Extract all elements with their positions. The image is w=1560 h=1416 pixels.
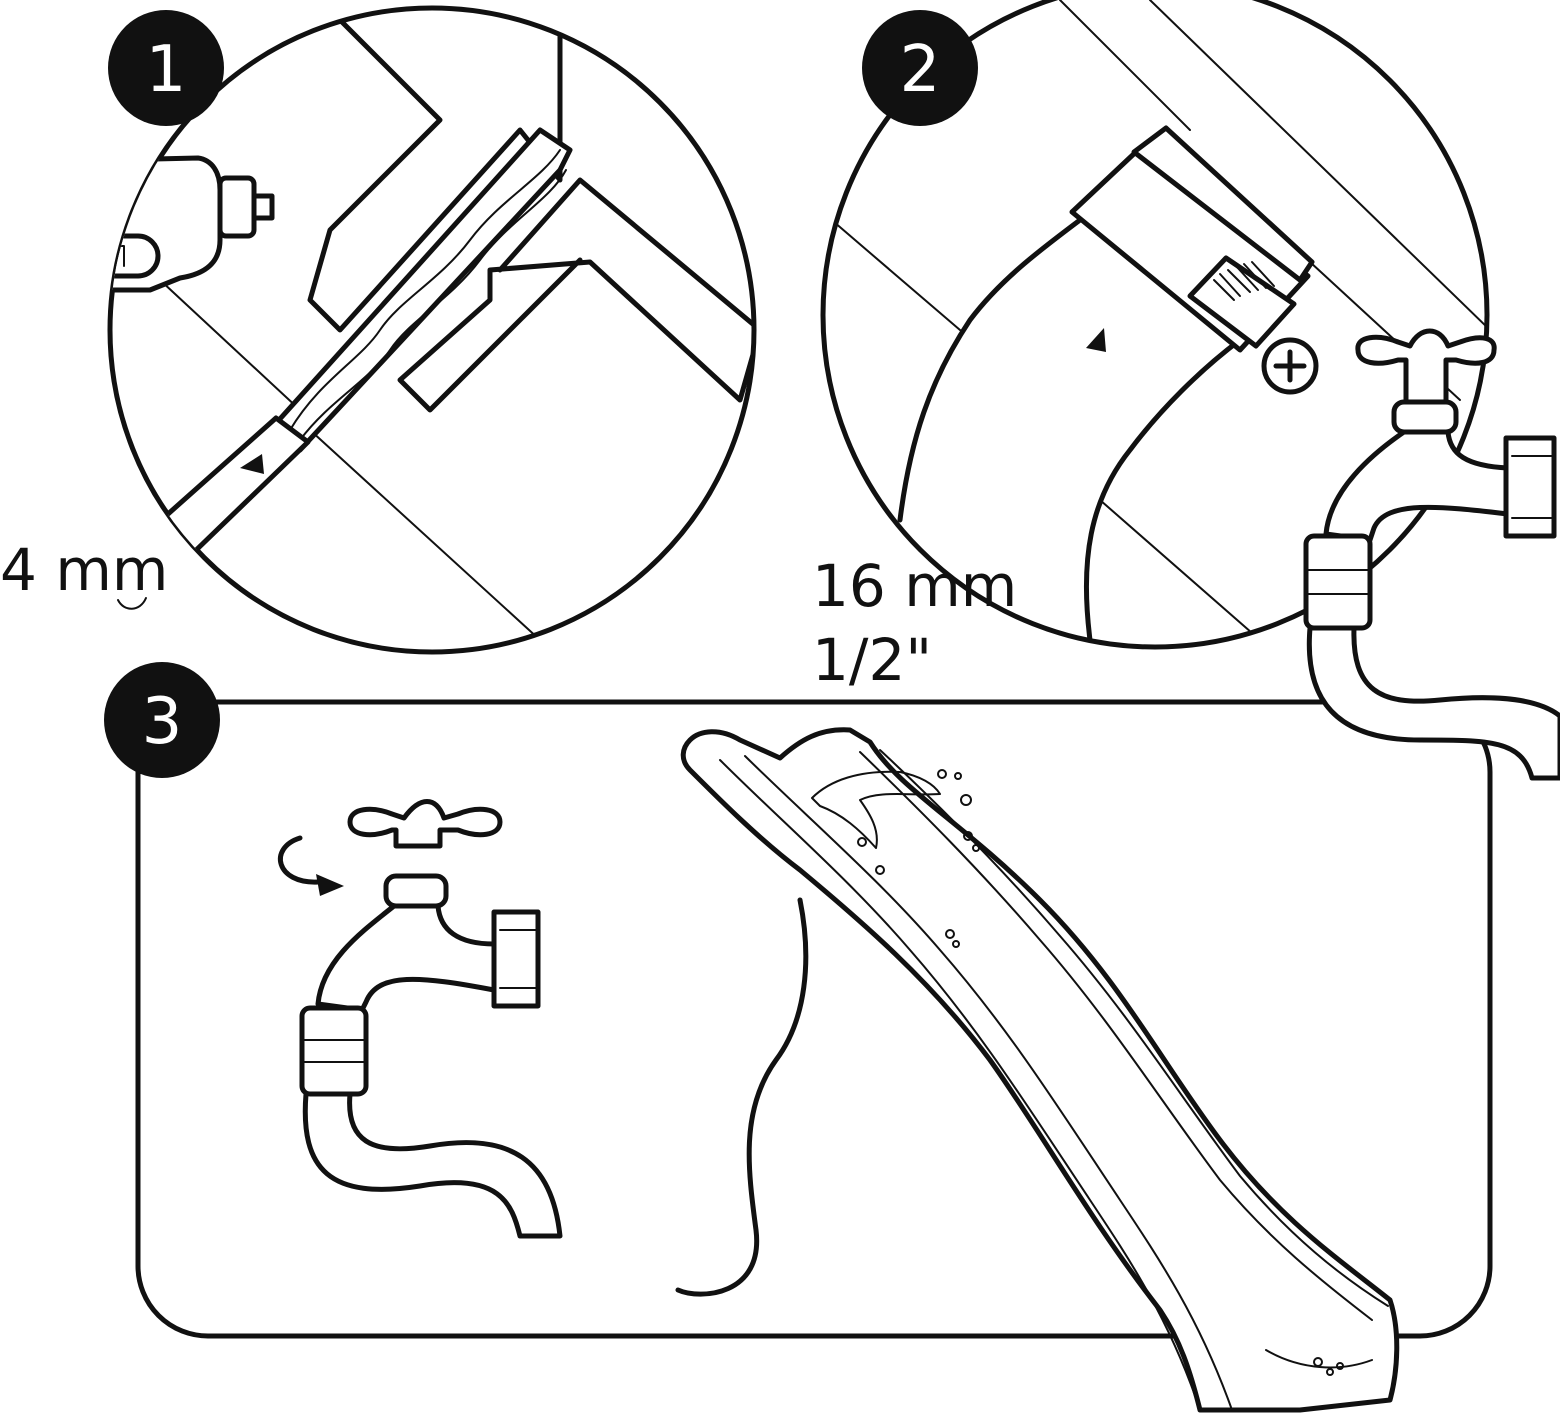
step-2-number: 2 (900, 33, 941, 107)
step-1-panel: 4 mm 1 (0, 0, 760, 652)
step-3-number: 3 (142, 685, 183, 759)
step-3-badge: 3 (104, 662, 220, 778)
step-3-panel: 3 (104, 662, 1490, 1410)
step-1-drill-size: 4 mm (0, 536, 168, 604)
step-1-number: 1 (146, 33, 187, 107)
step-2-pipe-size-inch: 1/2" (812, 626, 932, 694)
screw-icon (1264, 340, 1316, 392)
step-1-badge: 1 (108, 10, 224, 126)
step-2-badge: 2 (862, 10, 978, 126)
step-2-panel: 16 mm 1/2" 2 (812, 0, 1560, 778)
step-2-pipe-size-mm: 16 mm (812, 552, 1017, 620)
